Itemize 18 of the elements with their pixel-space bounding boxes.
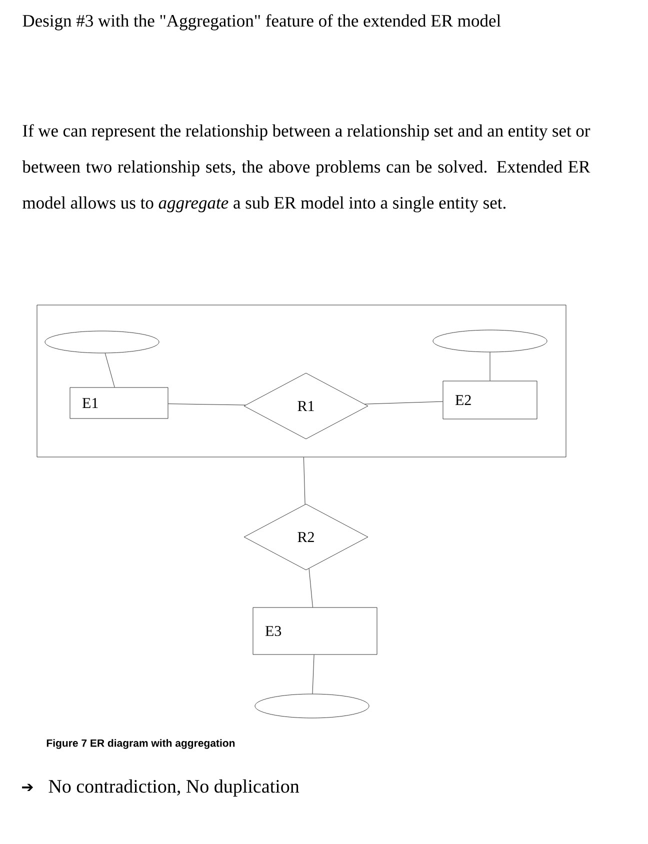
conclusion-text: No contradiction, No duplication [48, 779, 300, 797]
arrow-bullet: ➔ [22, 784, 34, 791]
connector-line [168, 404, 246, 406]
connector-line [364, 401, 443, 404]
entity-box: E2 [442, 380, 538, 420]
connector-line [312, 654, 314, 694]
title: Design #3 with the "Aggregation" feature of the extended ER model [22, 14, 501, 30]
attribute-ellipse [44, 330, 160, 354]
attribute-ellipse [254, 694, 370, 718]
connector-line [308, 568, 313, 608]
attribute-ellipse [432, 330, 548, 352]
entity-box: E3 [252, 607, 378, 655]
entity-box: E1 [70, 387, 168, 419]
connector-line [104, 353, 115, 388]
aggregation-box [36, 304, 566, 458]
paragraph: If we can represent the relationship between a relationship set and an entity set or between two relationship sets, the above problems can be solved. Extended ER model allows us to aggregate a sub ER model into a single entity set. [22, 124, 590, 212]
connector-line [304, 457, 306, 504]
caption: Figure 7 ER diagram with aggregation [46, 739, 235, 749]
